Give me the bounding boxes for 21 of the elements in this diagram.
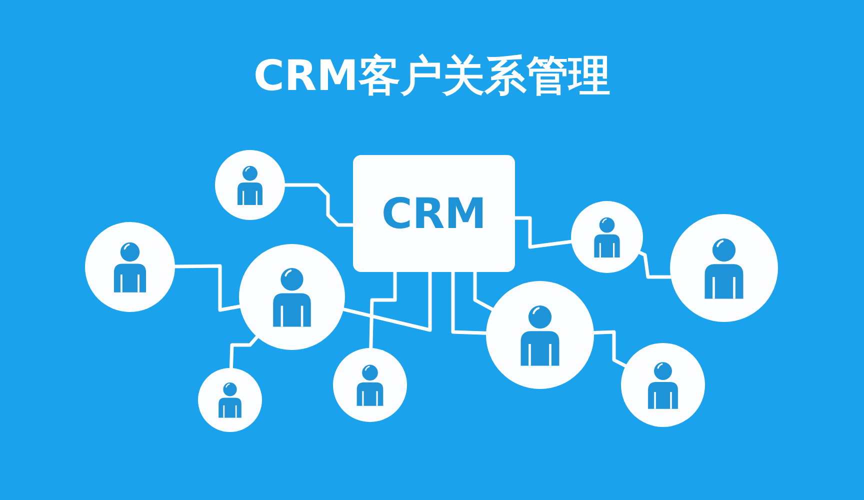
connector-line [283, 183, 355, 227]
connector-line [369, 270, 397, 350]
person-circle [621, 343, 705, 427]
connector-line [592, 330, 628, 368]
title: CRM客户关系管理 [252, 50, 612, 102]
connector-line [342, 270, 432, 332]
connector-line [513, 216, 574, 249]
person-circle [333, 348, 407, 422]
person-circle [198, 368, 262, 432]
crm-box: CRM [353, 155, 515, 272]
person-circle [215, 150, 285, 220]
connector-line [229, 335, 259, 370]
connector-line [173, 264, 242, 312]
person-circle [571, 201, 643, 273]
connector-line [451, 270, 488, 335]
person-circle [239, 244, 345, 350]
person-circle [85, 222, 175, 312]
connector-line [638, 250, 672, 279]
person-circle [670, 214, 778, 322]
connector-line [473, 270, 494, 312]
person-circle [486, 281, 594, 389]
